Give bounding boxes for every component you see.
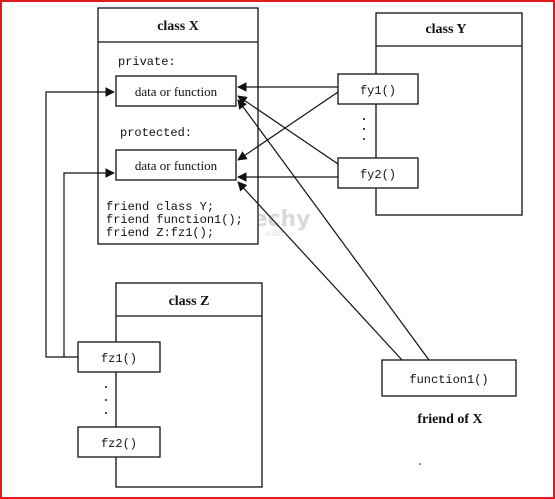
private-label: private: (118, 55, 176, 69)
friend-decl-class-y: friend class Y; (106, 200, 214, 214)
protected-label: protected: (120, 126, 192, 140)
friend-decl-function1: friend function1(); (106, 213, 243, 227)
arrow-fy2-private (237, 95, 339, 165)
fz2-label: fz2() (101, 437, 137, 451)
private-member-box (115, 75, 237, 107)
stray-dot (419, 463, 421, 465)
ellipsis-dot (105, 386, 107, 388)
class-z-title: class Z (169, 294, 210, 309)
class-x: class X private: data or function protec… (97, 7, 259, 245)
ellipsis-dot (363, 128, 365, 130)
watermark-sub: .com (264, 229, 284, 238)
class-z: class Z fz1() fz2() (77, 282, 263, 488)
fy2-label: fy2() (360, 168, 396, 182)
arrow-function1-protected (237, 181, 403, 361)
arrow-fy1-protected (237, 91, 339, 161)
arrow-fz1-private (45, 87, 115, 358)
fz2-box (77, 426, 161, 458)
class-x-title: class X (157, 19, 199, 34)
class-x-box (97, 7, 259, 245)
fy1-box (337, 73, 419, 105)
function1-caption: friend of X (417, 412, 482, 427)
fz1-box (77, 341, 161, 373)
fy1-label: fy1() (360, 84, 396, 98)
function1-group: function1() friend of X (381, 359, 517, 465)
friend-decl-fz1: friend Z:fz1(); (106, 226, 214, 240)
class-y-title: class Y (425, 22, 466, 37)
ellipsis-dot (363, 118, 365, 120)
private-member-label: data or function (135, 84, 218, 99)
function1-box (381, 359, 517, 397)
function1-label: function1() (409, 373, 488, 387)
protected-member-box (115, 149, 237, 181)
class-y: class Y fy1() fy2() (337, 12, 523, 216)
ellipsis-dot (105, 412, 107, 414)
fy2-box (337, 157, 419, 189)
ellipsis-dot (105, 399, 107, 401)
ellipsis-dot (363, 138, 365, 140)
protected-member-label: data or function (135, 158, 218, 173)
fz1-label: fz1() (101, 352, 137, 366)
arrow-fz1-protected (63, 168, 115, 357)
arrow-function1-private (237, 99, 430, 361)
